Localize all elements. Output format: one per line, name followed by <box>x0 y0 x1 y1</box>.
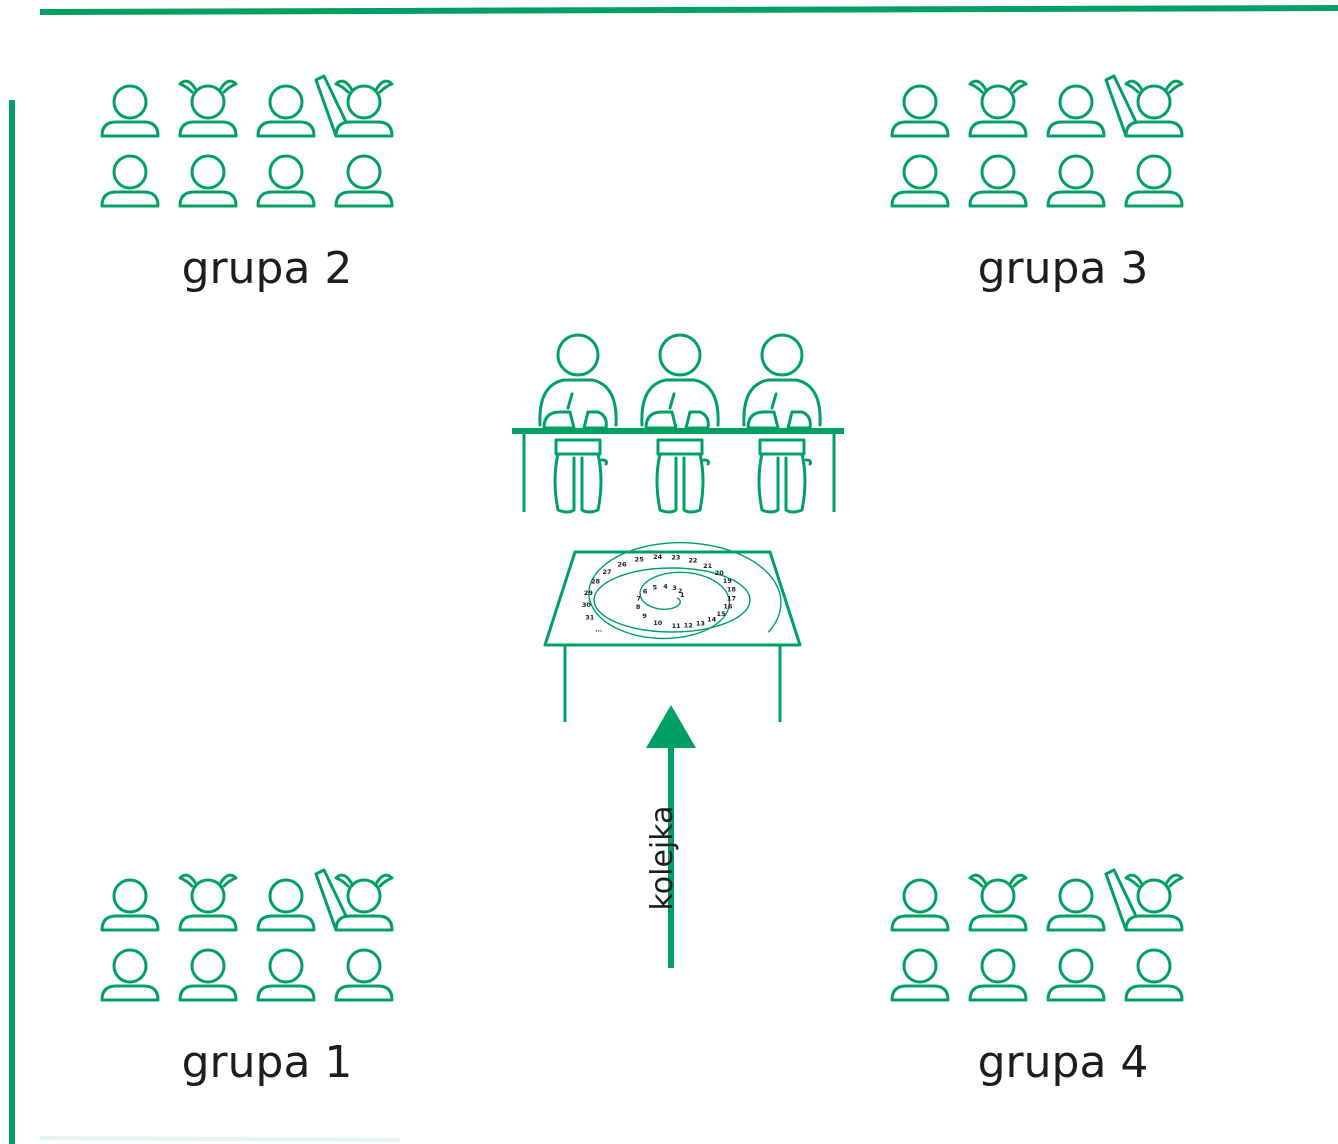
board-field-number: 25 <box>635 556 645 564</box>
board-field-number: 24 <box>653 553 663 561</box>
board-field-number: ... <box>595 626 602 634</box>
board-field-number: 5 <box>653 584 658 592</box>
board-field-number: 6 <box>643 588 648 596</box>
board-field-number: 17 <box>727 594 736 602</box>
board-field-number: 22 <box>688 557 697 565</box>
board-field-number: 14 <box>707 616 717 624</box>
top-border-line <box>39 5 1338 15</box>
game-table <box>543 550 802 722</box>
players-desk <box>512 333 844 514</box>
board-outer-ring <box>593 567 751 633</box>
board-field-number: 16 <box>723 603 733 611</box>
board-field-number: 30 <box>582 601 592 609</box>
board-field-number: 28 <box>591 578 601 586</box>
group-2-label: grupa 2 <box>181 243 353 294</box>
group-2-students <box>102 76 392 206</box>
board-field-number: 31 <box>585 614 595 622</box>
board-field-number: 19 <box>723 577 733 585</box>
group-3-label: grupa 3 <box>977 243 1149 294</box>
group-4-label: grupa 4 <box>977 1037 1149 1088</box>
group-4-students <box>892 870 1182 1000</box>
group-3-students <box>892 76 1182 206</box>
board-field-number: 21 <box>703 562 713 570</box>
group-1-label: grupa 1 <box>181 1037 353 1088</box>
board-field-number: 23 <box>671 554 680 562</box>
board-field-number: 29 <box>584 589 594 597</box>
board-field-number: 7 <box>637 595 642 603</box>
board-field-number: 1 <box>680 591 685 599</box>
group-1-students <box>102 870 392 1000</box>
board-field-number: 8 <box>636 603 641 611</box>
board-field-number: 11 <box>672 622 682 630</box>
bottom-border-line <box>39 1136 401 1142</box>
board-field-number: 26 <box>617 561 627 569</box>
board-field-number: 3 <box>672 584 677 592</box>
board-field-number: 18 <box>727 586 737 594</box>
board-field-number: 12 <box>684 622 693 630</box>
board-field-number: 4 <box>663 582 668 590</box>
board-field-number: 9 <box>642 612 647 620</box>
board-field-number: 27 <box>602 568 611 576</box>
queue-label: kolejka <box>645 805 680 911</box>
board-field-number: 2 <box>678 587 683 595</box>
board-field-number: 15 <box>716 610 726 618</box>
arrow-up-icon <box>646 705 696 968</box>
board-field-number: 10 <box>653 619 663 627</box>
board-field-number: 20 <box>715 569 725 577</box>
board-field-number: 13 <box>696 620 705 628</box>
board-spiral-line <box>588 542 782 640</box>
